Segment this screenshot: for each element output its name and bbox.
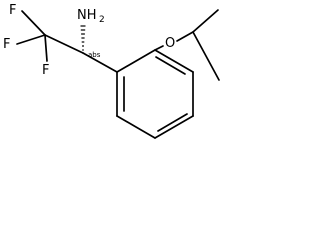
bond-isopropyl-methyl-up xyxy=(192,9,219,33)
bond-stereocenter-to-ring xyxy=(82,52,118,73)
bond-cf3-to-stereocenter xyxy=(44,34,84,54)
bond-cf3-to-f-top xyxy=(21,10,46,36)
benzene-ring xyxy=(116,49,194,139)
amine-subscript: 2 xyxy=(99,15,105,25)
hashed-wedge-bond xyxy=(80,25,86,51)
fluorine-label-top: F xyxy=(9,3,16,18)
structure-diagram: F F F NH 2 abs O xyxy=(3,3,220,139)
oxygen-label: O xyxy=(165,36,175,51)
bond-ring-to-oxygen xyxy=(154,45,164,51)
fluorine-label-bottom: F xyxy=(42,63,49,78)
bond-oxygen-to-isopropyl xyxy=(176,31,194,42)
amine-label: NH xyxy=(77,8,97,23)
fluorine-label-left: F xyxy=(3,37,10,52)
bond-cf3-to-f-bottom xyxy=(44,34,48,62)
stereo-abs-label: abs xyxy=(88,51,101,59)
bond-isopropyl-methyl-down xyxy=(192,31,220,81)
bond-cf3-to-f-left xyxy=(16,34,46,45)
